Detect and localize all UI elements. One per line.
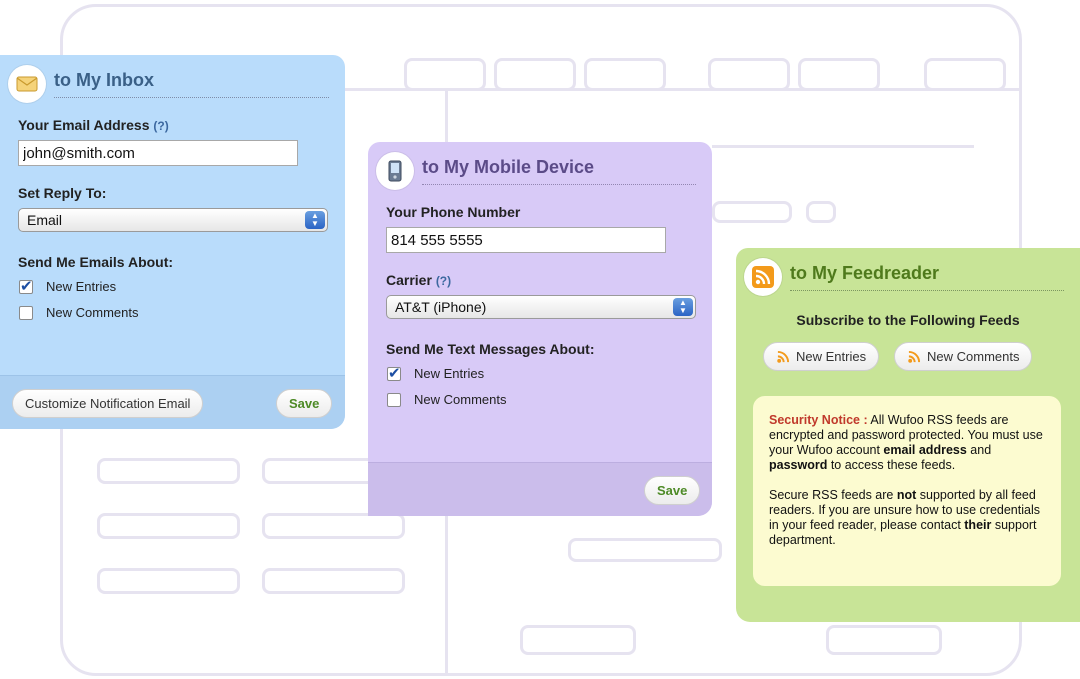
mobile-panel-title: to My Mobile Device [422,157,595,177]
inbox-panel-header: to My Inbox [8,65,329,103]
checkbox-unchecked[interactable] [19,305,33,320]
notice-emphasis: email address [883,443,967,457]
wireframe-box [826,625,942,655]
option-label: New Entries [414,366,485,381]
carrier-help-link[interactable]: (?) [435,274,452,288]
notice-text: and [966,443,992,457]
wireframe-box [97,513,240,539]
select-arrows-icon: ▲▼ [305,211,325,229]
wireframe-box [520,625,636,655]
checkbox-unchecked[interactable] [387,392,401,407]
feed-button-label: New Entries [796,349,867,364]
wireframe-tab [708,58,790,91]
security-notice: Security Notice : All Wufoo RSS feeds ar… [753,396,1061,586]
wireframe-divider [712,145,974,148]
checkbox-checked[interactable] [19,277,33,295]
notice-text: supported by all feed readers. If you ar… [769,488,1040,532]
security-notice-title: Security Notice : [769,413,868,427]
wireframe-box [97,458,240,484]
email-help-link[interactable]: (?) [153,119,169,133]
rss-icon [777,350,790,363]
rss-icon [744,258,782,296]
wireframe-box [97,568,240,594]
new-entries-feed-button[interactable]: New Entries [763,342,880,371]
notice-emphasis: not [896,488,917,502]
wireframe-tab [494,58,576,91]
mobile-option-new-comments[interactable]: New Comments [387,392,506,407]
feed-button-label: New Comments [927,349,1020,364]
phone-number-input[interactable] [386,227,666,253]
notice-emphasis: their [964,518,992,532]
wireframe-tab [404,58,486,91]
header-divider [790,290,1064,291]
carrier-select[interactable]: AT&T (iPhone) ▲▼ [386,295,696,319]
wireframe-box [262,513,405,539]
wireframe-tab [584,58,666,91]
mobile-save-button[interactable]: Save [644,476,701,505]
email-address-input[interactable] [18,140,298,166]
inbox-save-button[interactable]: Save [276,389,333,418]
feedreader-panel-title: to My Feedreader [790,263,940,283]
mobile-panel-header: to My Mobile Device [376,152,696,190]
mobile-phone-icon [376,152,414,190]
wireframe-box [262,568,405,594]
email-address-label: Your Email Address (?) [18,117,169,133]
option-label: New Comments [414,392,507,407]
notice-emphasis: password [769,458,828,472]
rss-icon [908,350,921,363]
wireframe-box [806,201,836,223]
notice-text: support department. [769,518,1037,547]
emails-about-label: Send Me Emails About: [18,254,174,270]
inbox-option-new-comments[interactable]: New Comments [19,305,138,320]
reply-to-value: Email [27,212,63,228]
feedreader-panel-header: to My Feedreader [744,258,1064,296]
new-comments-feed-button[interactable]: New Comments [894,342,1033,371]
reply-to-select[interactable]: Email ▲▼ [18,208,328,232]
security-notice-paragraph: Security Notice : All Wufoo RSS feeds ar… [769,413,1045,473]
customize-notification-email-button[interactable]: Customize Notification Email [12,389,204,418]
phone-number-label: Your Phone Number [386,204,521,220]
header-divider [422,184,696,185]
carrier-value: AT&T (iPhone) [395,299,487,315]
feedreader-panel: to My Feedreader Subscribe to the Follow… [736,248,1080,622]
checkbox-checked[interactable] [387,364,401,382]
inbox-panel-title: to My Inbox [54,70,154,90]
carrier-label-text: Carrier [386,272,432,288]
wireframe-tab [924,58,1006,91]
wireframe-box [568,538,722,562]
notice-text: All Wufoo RSS feeds are encrypted and pa… [769,413,1043,457]
wireframe-tab [798,58,880,91]
select-arrows-icon: ▲▼ [673,298,693,316]
notice-text: Secure RSS feeds are [769,488,897,502]
inbox-panel: to My Inbox Your Email Address (?) Set R… [0,55,345,429]
header-divider [54,97,329,98]
security-notice-paragraph: Secure RSS feeds are not supported by al… [769,488,1045,548]
wireframe-box [712,201,792,223]
email-address-label-text: Your Email Address [18,117,150,133]
inbox-panel-footer: Customize Notification Email Save [0,375,345,429]
mobile-panel: to My Mobile Device Your Phone Number Ca… [368,142,712,516]
envelope-icon [8,65,46,103]
subscribe-feeds-heading: Subscribe to the Following Feeds [796,312,1020,328]
carrier-label: Carrier (?) [386,272,451,288]
reply-to-label: Set Reply To: [18,185,107,201]
text-messages-about-label: Send Me Text Messages About: [386,341,595,357]
notice-text: to access these feeds. [827,458,956,472]
mobile-panel-footer: Save [368,462,712,516]
option-label: New Entries [46,279,117,294]
option-label: New Comments [46,305,139,320]
mobile-option-new-entries[interactable]: New Entries [387,364,485,382]
inbox-option-new-entries[interactable]: New Entries [19,277,117,295]
